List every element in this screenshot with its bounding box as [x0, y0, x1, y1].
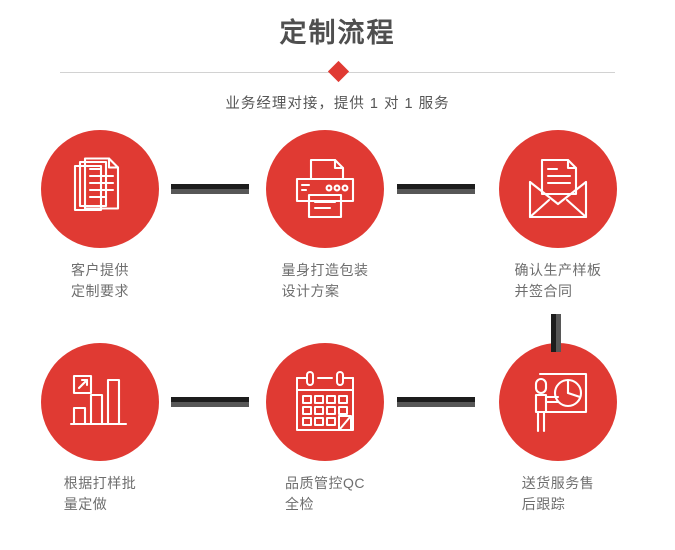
page-header: 定制流程 业务经理对接，提供 1 对 1 服务 — [0, 0, 675, 114]
page-title: 定制流程 — [279, 18, 396, 48]
connector-bar-dark — [397, 184, 475, 189]
connector-bar-light — [397, 402, 475, 407]
flow-step-6-label: 送货服务售 后跟踪 — [521, 475, 595, 512]
flow-step-5-circle[interactable] — [266, 343, 384, 461]
flow-step-4-label: 根据打样批 量定做 — [63, 475, 137, 512]
flow-step-2[interactable]: 量身打造包装 设计方案 — [245, 130, 405, 302]
flow-step-6[interactable]: 送货服务售 后跟踪 — [478, 343, 638, 515]
flow-step-4[interactable]: 根据打样批 量定做 — [20, 343, 180, 515]
flow-step-5[interactable]: 品质管控QC 全检 — [245, 343, 405, 515]
connector-bar-dark — [551, 314, 556, 352]
connector-bar-dark — [171, 397, 249, 402]
flow-step-1[interactable]: 客户提供 定制要求 — [20, 130, 180, 302]
flow-step-4-circle[interactable] — [41, 343, 159, 461]
flow-step-3-circle[interactable] — [499, 130, 617, 248]
flow-step-3[interactable]: 确认生产样板 并签合同 — [478, 130, 638, 302]
connector-bar-light — [171, 402, 249, 407]
connector-bar-dark — [397, 397, 475, 402]
flow-step-5-label: 品质管控QC 全检 — [285, 475, 365, 512]
connector-step2-step3 — [397, 184, 475, 194]
flow-step-1-label: 客户提供 定制要求 — [71, 262, 129, 299]
connector-bar-light — [556, 314, 561, 352]
connector-step4-step5 — [171, 397, 249, 407]
flow-step-2-label: 量身打造包装 设计方案 — [281, 262, 369, 299]
page-subtitle: 业务经理对接，提供 1 对 1 服务 — [225, 96, 450, 112]
presenter-pie-chart-icon — [526, 370, 590, 434]
connector-bar-dark — [171, 184, 249, 189]
title-divider — [60, 60, 615, 86]
flow-step-2-circle[interactable] — [266, 130, 384, 248]
process-flow: 客户提供 定制要求 量身打造包装 设计方案 — [0, 122, 675, 522]
flow-step-6-circle[interactable] — [499, 343, 617, 461]
documents-icon — [67, 156, 133, 222]
envelope-document-icon — [525, 156, 591, 222]
flow-step-1-circle[interactable] — [41, 130, 159, 248]
connector-bar-light — [171, 189, 249, 194]
connector-step1-step2 — [171, 184, 249, 194]
diamond-icon — [327, 60, 349, 83]
connector-step3-step6 — [551, 314, 561, 352]
calendar-icon — [293, 370, 357, 434]
bar-chart-growth-icon — [69, 371, 131, 433]
connector-bar-light — [397, 189, 475, 194]
connector-step5-step6 — [397, 397, 475, 407]
flow-step-3-label: 确认生产样板 并签合同 — [514, 262, 602, 299]
printer-icon — [292, 156, 358, 222]
